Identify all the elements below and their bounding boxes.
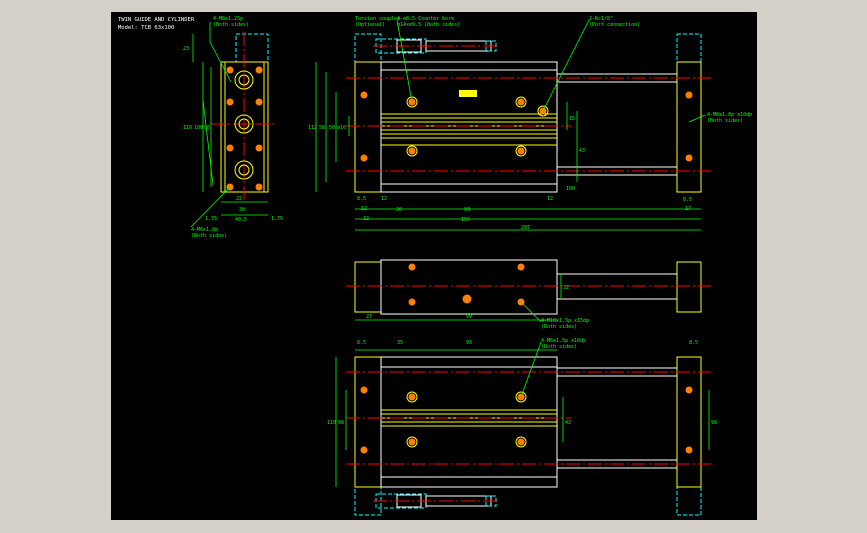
- dim-12-b: 12: [381, 196, 387, 202]
- dim-93b: 93: [466, 340, 472, 346]
- dim-15: 15: [569, 116, 575, 122]
- note-side-bottom: 4-M6x1.0p: [191, 227, 218, 233]
- note-top-right: 2-Rc1/8": [589, 16, 613, 22]
- dim-35: 35: [397, 340, 403, 346]
- dim-40-5: 40.5: [235, 217, 247, 223]
- top-left-plate: [354, 261, 382, 313]
- dim-90: 90: [204, 125, 210, 131]
- dim-98b: 98: [711, 420, 717, 426]
- bottom-right-plate: [676, 356, 702, 488]
- note-top-left-a: Torsion coupler: [355, 16, 400, 22]
- dim-100b: 100: [566, 186, 575, 192]
- title-line1: TWIN GUIDE AND CYLINDER: [118, 17, 195, 23]
- dim-43: 43: [579, 148, 585, 154]
- title-line2: Model: TCB 63x100: [118, 25, 174, 31]
- dim-58: 58: [319, 125, 325, 131]
- note-top-left-a-sub: (Optional): [355, 22, 385, 28]
- dim-100: 100: [194, 125, 203, 131]
- dim-98: 98: [338, 420, 344, 426]
- dim-99: 99: [466, 314, 472, 320]
- nameplate: [459, 90, 477, 97]
- top-body: [380, 259, 558, 315]
- front-right-plate: [676, 61, 702, 193]
- note-mid-sub: (Both sides): [541, 324, 577, 330]
- dim-110: 110: [183, 125, 192, 131]
- front-left-plate: [354, 61, 382, 193]
- top-view: 27 99 32 4-M10x1.5p x15dp (Both sides): [346, 259, 711, 330]
- dim-50: 50: [329, 125, 335, 131]
- dim-phi16: ø16: [337, 125, 346, 131]
- dim-112: 112: [308, 125, 317, 131]
- dim-30: 30: [239, 207, 245, 213]
- note-bottom: 4-M6x1.5p x10dp: [541, 338, 586, 344]
- dim-8-5-a: 8.5: [357, 196, 366, 202]
- note-bottom-sub: (Both sides): [541, 344, 577, 350]
- note-side-top-sub: (Both sides): [213, 22, 249, 28]
- note-top-right-sub: (Port connection): [589, 22, 640, 28]
- bottom-view: 8.5 35 93 8.5 110 98 42 98 4-M6x1.5p x10…: [327, 338, 717, 516]
- bottom-right-plate-hidden: [676, 486, 702, 516]
- note-right: 4-M8x1.0p x10dp: [707, 112, 752, 118]
- front-body: [380, 61, 558, 193]
- dim-8-5-b: 8.5: [683, 197, 692, 203]
- dim-1-75-right: 1.75: [271, 216, 283, 222]
- dim-155: 155: [461, 217, 470, 223]
- side-cyl-hidden: [235, 33, 269, 63]
- dim-12-a: 12: [361, 206, 367, 212]
- dim-22: 22: [236, 196, 242, 202]
- note-side-top: 4-M8x1.25p: [213, 16, 243, 22]
- note-right-sub: (Both sides): [707, 118, 743, 124]
- note-side-bottom-sub: (Both sides): [191, 233, 227, 239]
- dim-12-c: 12: [547, 196, 553, 202]
- dim-30b: 30: [396, 207, 402, 213]
- dim-32b: 32: [563, 285, 569, 291]
- dim-8-5-d: 8.5: [689, 340, 698, 346]
- front-view: 112 58 50 ø16 8.5 12 12 32 30 93 155 297…: [308, 16, 752, 231]
- bottom-left-plate: [354, 356, 382, 488]
- dim-297: 297: [521, 225, 530, 231]
- dim-23: 23: [183, 46, 189, 52]
- front-right-plate-hidden: [676, 33, 702, 63]
- dim-8-5-c: 8.5: [357, 340, 366, 346]
- dim-93: 93: [464, 207, 470, 213]
- cad-drawing: TWIN GUIDE AND CYLINDER Model: TCB 63x10…: [118, 16, 752, 516]
- dim-1-75-left: 1.75: [205, 216, 217, 222]
- top-right-plate: [676, 261, 702, 313]
- dim-42: 42: [565, 420, 571, 426]
- cad-viewport[interactable]: TWIN GUIDE AND CYLINDER Model: TCB 63x10…: [111, 12, 757, 520]
- note-top-left-b: 4-ø8.5 Counter bore: [397, 16, 454, 22]
- dim-27: 27: [366, 314, 372, 320]
- front-left-plate-hidden: [354, 33, 382, 63]
- dim-17: 17: [685, 206, 691, 212]
- dim-32: 32: [363, 216, 369, 222]
- note-mid: 4-M10x1.5p x15dp: [541, 318, 589, 324]
- side-view: 23 110 100 90 22 30 40.5 1.75 1.75 4-M8x…: [183, 16, 283, 239]
- note-top-left-b-sub: ø14xø9.5 (Both sides): [397, 22, 460, 28]
- dim-110b: 110: [327, 420, 336, 426]
